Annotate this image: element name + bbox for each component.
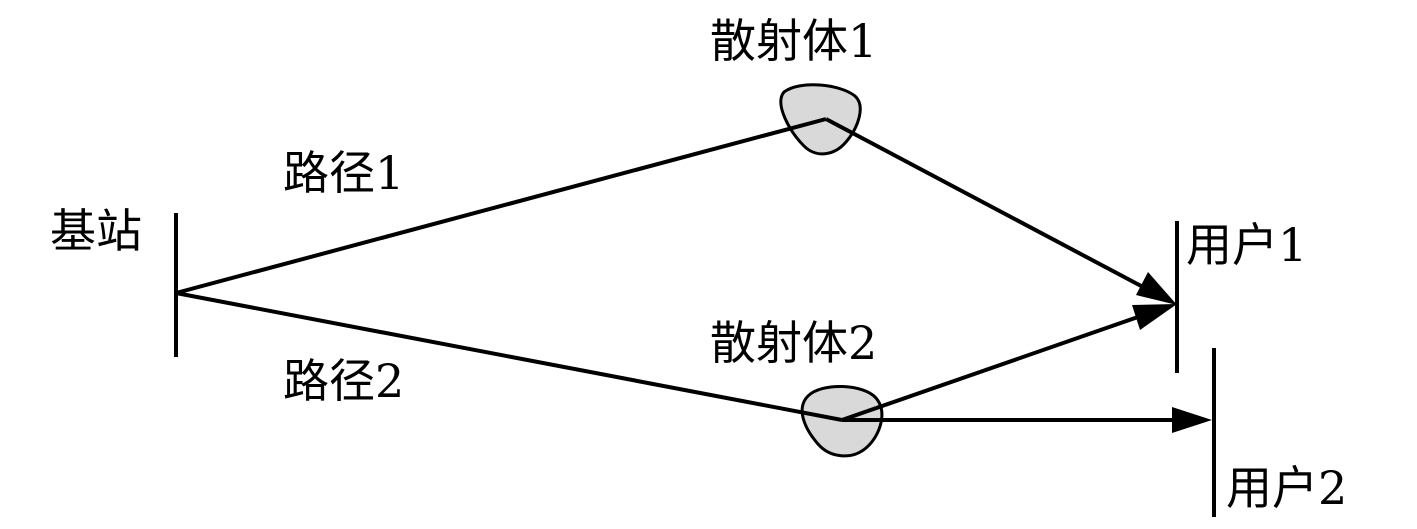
- path-1-label: 路径1: [283, 146, 405, 200]
- arrowhead-scatterer-2-to-user-1: [1132, 304, 1177, 330]
- path-2-label: 路径2: [283, 354, 405, 408]
- user-1-label: 用户1: [1186, 218, 1308, 272]
- base-station-label: 基站: [50, 204, 142, 258]
- path-2-incident-line: [175, 291, 843, 422]
- path-1-incident-line: [175, 117, 827, 295]
- scatterer-2-to-user-1-line: [841, 308, 1159, 422]
- scatterer-1-label: 散射体1: [710, 14, 878, 68]
- scatterer-2-label: 散射体2: [710, 316, 878, 370]
- arrowhead-scatterer-2-to-user-2: [1172, 407, 1212, 433]
- scatterer-1-to-user-1-line: [825, 117, 1161, 298]
- arrowhead-scatterer-1-to-user-1: [1136, 272, 1177, 305]
- user-2-label: 用户2: [1226, 461, 1348, 515]
